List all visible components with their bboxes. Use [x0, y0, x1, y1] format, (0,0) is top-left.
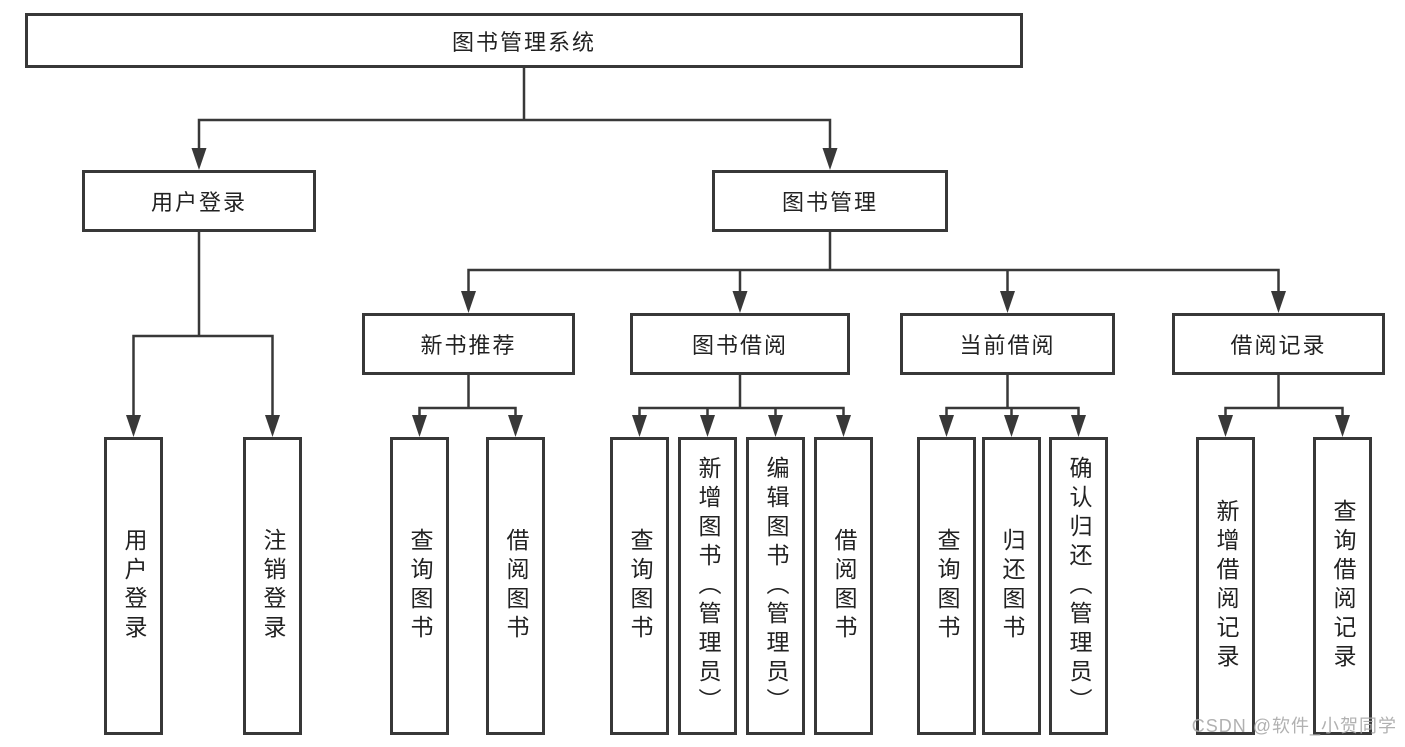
leaf-add-borrow-record-label: 新增借阅记录	[1213, 499, 1239, 673]
node-current-borrow-label: 当前借阅	[959, 333, 1056, 358]
arrow-down-icon	[1004, 415, 1019, 437]
arrow-down-icon	[191, 148, 207, 170]
arrow-down-icons	[126, 148, 1350, 437]
leaf-borrow-books-2: 借阅图书	[814, 437, 873, 735]
leaf-confirm-return-admin-label: 确认归还（管理员）	[1066, 455, 1092, 717]
leaf-return-books: 归还图书	[982, 437, 1041, 735]
arrow-down-icon	[632, 415, 647, 437]
leaf-query-books-3: 查询图书	[917, 437, 976, 735]
leaf-logout-login-label: 注销登录	[260, 528, 286, 644]
leaf-query-books-2: 查询图书	[610, 437, 669, 735]
arrow-down-icon	[1071, 415, 1086, 437]
node-current-borrow: 当前借阅	[900, 313, 1115, 375]
arrow-down-icon	[939, 415, 954, 437]
csdn-watermark: CSDN @软件_小贺同学	[1191, 716, 1397, 736]
arrow-down-icon	[126, 415, 141, 437]
leaf-user-login: 用户登录	[104, 437, 163, 735]
arrow-down-icon	[1335, 415, 1350, 437]
leaf-borrow-books-2-label: 借阅图书	[831, 528, 857, 644]
node-root: 图书管理系统	[25, 13, 1023, 68]
arrow-down-icon	[461, 291, 476, 313]
leaf-return-books-label: 归还图书	[999, 528, 1025, 644]
arrow-down-icon	[836, 415, 851, 437]
leaf-query-books-1: 查询图书	[390, 437, 449, 735]
node-new-book-recommend-label: 新书推荐	[420, 333, 517, 358]
node-root-label: 图书管理系统	[451, 29, 596, 55]
leaf-query-books-3-label: 查询图书	[934, 528, 960, 644]
arrow-down-icon	[1000, 291, 1015, 313]
leaf-borrow-books-1: 借阅图书	[486, 437, 545, 735]
connector-book-borrow-to-leaves	[638, 375, 845, 417]
leaf-query-borrow-record: 查询借阅记录	[1313, 437, 1372, 735]
leaf-logout-login: 注销登录	[243, 437, 302, 735]
leaf-add-books-admin-label: 新增图书（管理员）	[695, 455, 721, 717]
arrow-down-icon	[822, 148, 838, 170]
node-user-login: 用户登录	[82, 170, 316, 232]
arrow-down-icon	[700, 415, 715, 437]
arrow-down-icon	[732, 291, 748, 313]
node-borrow-records: 借阅记录	[1172, 313, 1385, 375]
leaf-query-borrow-record-label: 查询借阅记录	[1330, 499, 1356, 673]
arrow-down-icon	[508, 415, 523, 437]
node-book-borrow: 图书借阅	[630, 313, 850, 375]
arrow-down-icon	[412, 415, 427, 437]
leaf-edit-books-admin: 编辑图书（管理员）	[746, 437, 805, 735]
leaf-borrow-books-1-label: 借阅图书	[503, 528, 529, 644]
arrow-down-icon	[265, 415, 280, 437]
node-user-login-label: 用户登录	[150, 190, 247, 215]
leaf-edit-books-admin-label: 编辑图书（管理员）	[763, 455, 789, 717]
connector-new-book-to-leaves	[418, 375, 517, 417]
leaf-add-borrow-record: 新增借阅记录	[1196, 437, 1255, 735]
node-book-management: 图书管理	[712, 170, 948, 232]
arrow-down-icon	[1218, 415, 1233, 437]
connector-current-borrow-to-leaves	[945, 375, 1080, 417]
connector-book-mgmt-to-level3	[467, 232, 1280, 293]
leaf-query-books-2-label: 查询图书	[627, 528, 653, 644]
connector-user-login-to-leaves	[132, 232, 274, 417]
leaf-confirm-return-admin: 确认归还（管理员）	[1049, 437, 1108, 735]
arrow-down-icon	[1271, 291, 1286, 313]
node-book-management-label: 图书管理	[781, 190, 878, 215]
leaf-add-books-admin: 新增图书（管理员）	[678, 437, 737, 735]
node-book-borrow-label: 图书借阅	[691, 333, 788, 358]
node-borrow-records-label: 借阅记录	[1230, 333, 1327, 358]
connector-root-to-level2	[197, 68, 832, 150]
leaf-query-books-1-label: 查询图书	[407, 528, 433, 644]
arrow-down-icon	[768, 415, 783, 437]
leaf-user-login-label: 用户登录	[121, 528, 147, 644]
connector-borrow-records-to-leaves	[1224, 375, 1344, 417]
node-new-book-recommend: 新书推荐	[362, 313, 575, 375]
